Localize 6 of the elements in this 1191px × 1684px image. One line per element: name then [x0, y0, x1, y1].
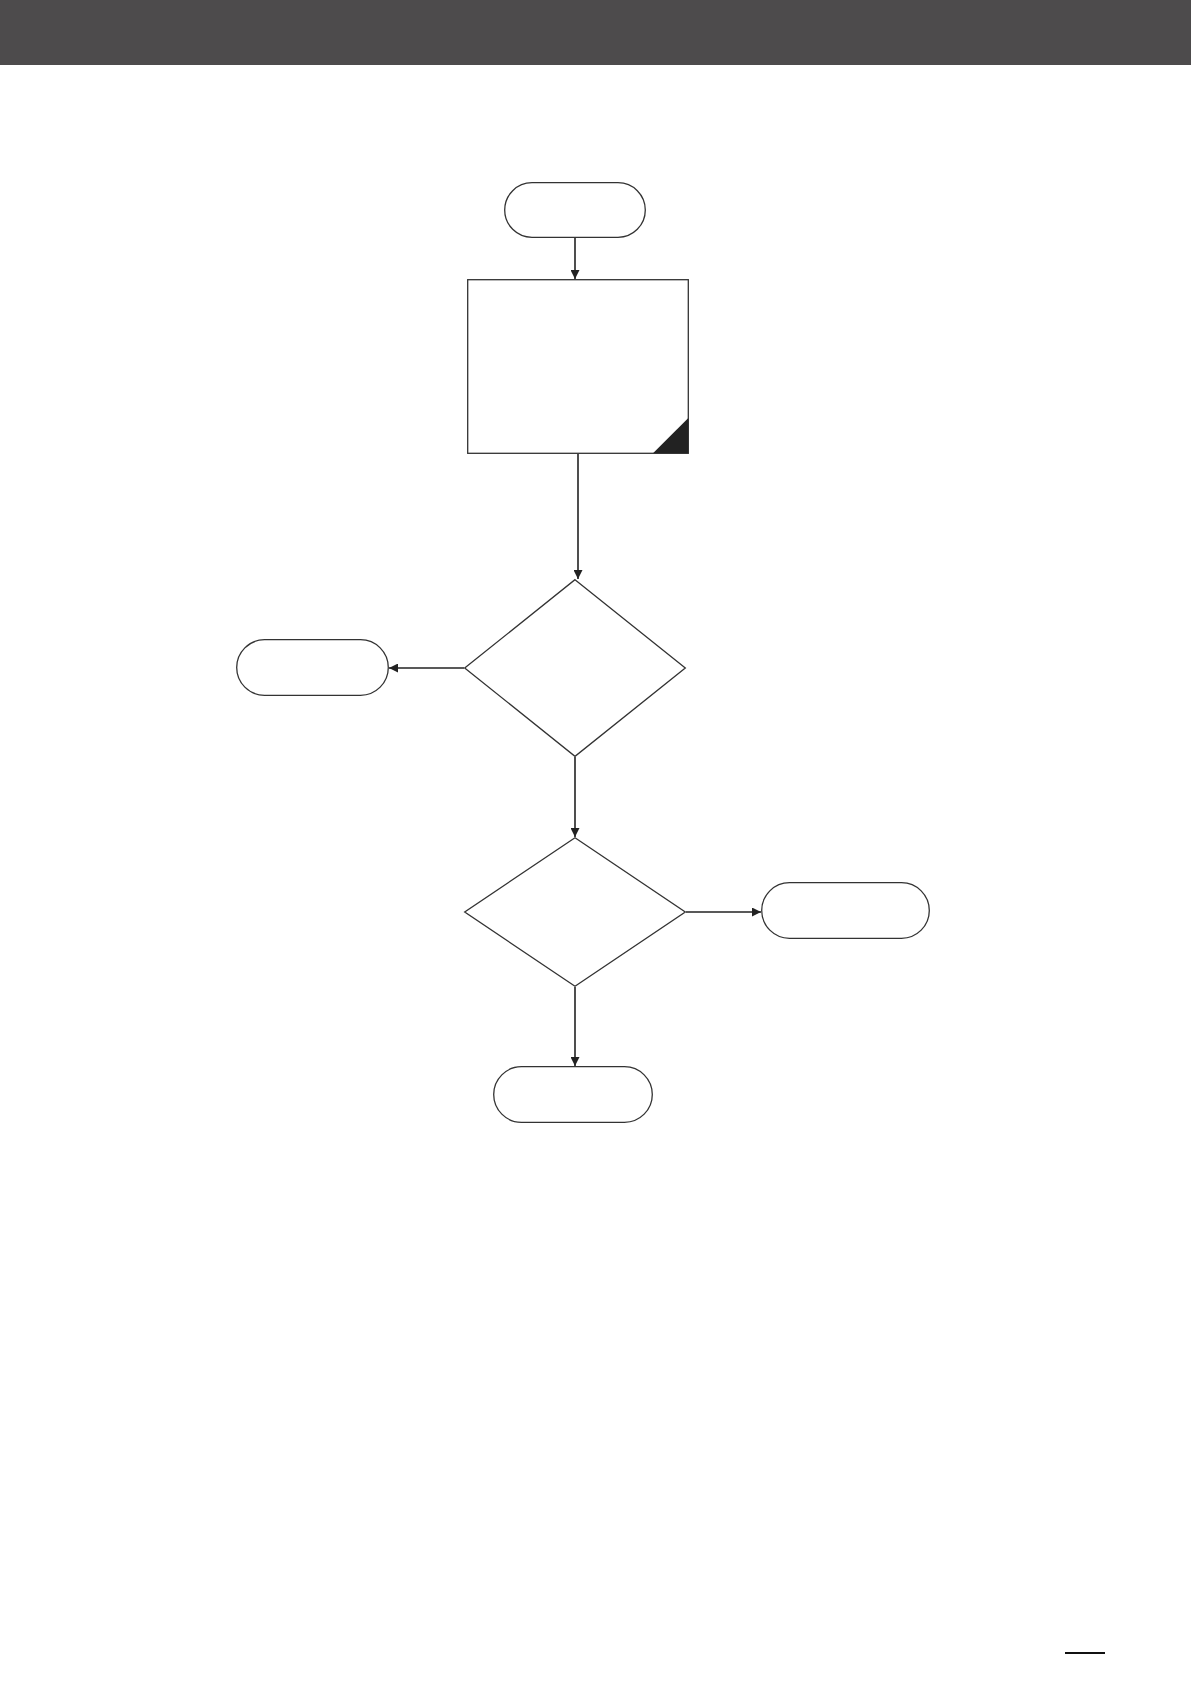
- arrow: [570, 237, 580, 280]
- arrow: [388, 663, 465, 673]
- arrow: [573, 453, 583, 580]
- arrow: [570, 986, 580, 1067]
- arrow: [685, 907, 762, 917]
- arrow: [570, 756, 580, 838]
